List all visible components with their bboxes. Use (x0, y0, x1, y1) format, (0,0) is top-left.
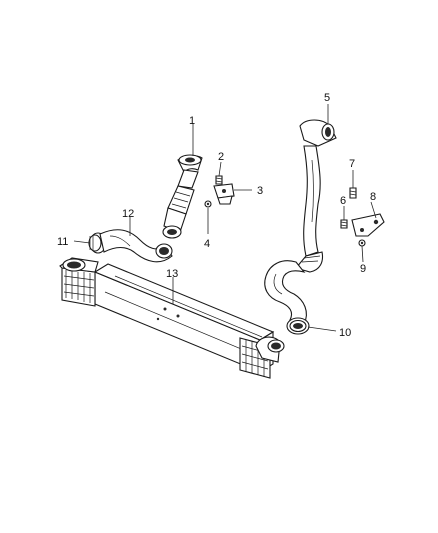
nut-part-4 (204, 200, 212, 208)
bracket-part-8 (351, 213, 385, 237)
intercooler-part-13 (59, 257, 285, 379)
callout-13: 13 (166, 268, 178, 280)
callout-7: 7 (349, 158, 355, 170)
nut-part-9 (358, 239, 366, 247)
callout-1: 1 (189, 115, 195, 127)
bracket-part-3 (213, 183, 235, 205)
callout-4: 4 (204, 238, 210, 250)
callout-12: 12 (122, 208, 134, 220)
intake-tube-part-1 (162, 154, 203, 239)
callout-10: 10 (339, 327, 351, 339)
callout-8: 8 (370, 191, 376, 203)
callout-6: 6 (340, 195, 346, 207)
leader-lines (73, 104, 377, 332)
callout-labels: 1 2 3 4 5 6 7 8 9 10 11 12 13 (57, 92, 376, 339)
screw-part-2 (215, 175, 223, 185)
callout-9: 9 (360, 263, 366, 275)
callout-11: 11 (57, 236, 68, 248)
screw-part-6 (340, 219, 348, 229)
outlet-tube-part-5 (295, 119, 337, 273)
callout-5: 5 (324, 92, 330, 104)
hose-part-12 (99, 229, 173, 263)
callout-2: 2 (218, 151, 224, 163)
callout-3: 3 (257, 185, 263, 197)
outlet-hose-part-10 (264, 260, 310, 335)
screw-part-7 (349, 187, 357, 199)
